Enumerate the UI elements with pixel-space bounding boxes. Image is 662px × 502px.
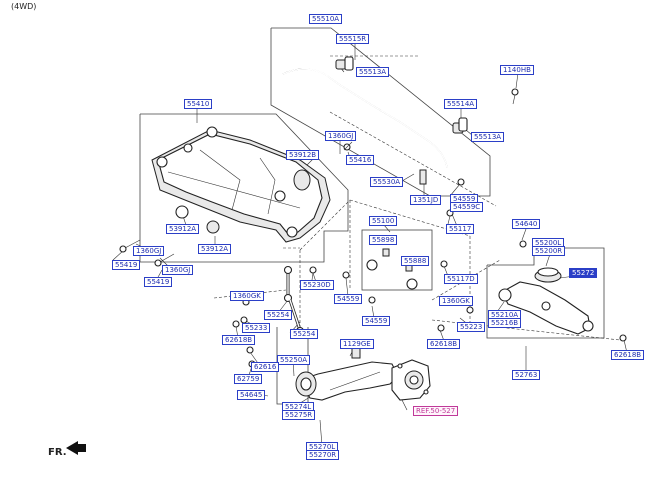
callout-55100[interactable]: 55100 [369,216,398,226]
callout-1351jd[interactable]: 1351JD [410,195,442,205]
callout-55216b[interactable]: 55216B [488,318,522,328]
callout-55515r[interactable]: 55515R [336,34,370,44]
callout-55419-upper[interactable]: 55419 [112,260,141,270]
callout-1360gj-left[interactable]: 1360GJ [133,246,165,256]
callout-53912a-right[interactable]: 53912A [198,244,232,254]
hub-knuckle [391,359,431,401]
callout-1360gj-top[interactable]: 1360GJ [325,131,357,141]
stabilizer-group-frame [270,27,491,197]
trailing-arm-group-frame [361,229,433,291]
callout-62618b-mid[interactable]: 62618B [427,339,461,349]
callout-1360gk-left[interactable]: 1360GK [230,291,264,301]
callout-55898[interactable]: 55898 [369,235,398,245]
callout-55275r[interactable]: 55275R [282,410,316,420]
trailing-arm [295,347,399,401]
stabilizer-bar [282,56,519,186]
callout-55250a[interactable]: 55250A [277,355,311,365]
callout-55419-lower[interactable]: 55419 [144,277,173,287]
callout-62618b-right[interactable]: 62618B [611,350,645,360]
callout-55254-upper[interactable]: 55254 [264,310,293,320]
variant-note: (4WD) [11,2,37,11]
front-direction-label: FR. [48,447,67,458]
callout-1360gj-mid[interactable]: 1360GJ [162,265,194,275]
callout-55513a-top[interactable]: 55513A [356,67,390,77]
lower-arm [437,240,627,356]
callout-55530a[interactable]: 55530A [370,177,404,187]
front-direction-arrow [66,441,86,455]
callout-55416[interactable]: 55416 [346,155,375,165]
upper-arm [342,209,454,304]
callout-53912b[interactable]: 53912B [286,150,320,160]
callout-55514a[interactable]: 55514A [444,99,478,109]
crossmember-subframe [119,126,353,267]
callout-55200r[interactable]: 55200R [532,246,566,256]
callout-62618b-left[interactable]: 62618B [222,335,256,345]
callout-55117[interactable]: 55117 [446,224,475,234]
callout-54559c[interactable]: 54559C [450,202,484,212]
callout-55117d[interactable]: 55117D [444,274,478,284]
callout-52763[interactable]: 52763 [512,370,541,380]
callout-55270r[interactable]: 55270R [306,450,340,460]
callout-55223[interactable]: 55223 [457,322,486,332]
callout-54640[interactable]: 54640 [512,219,541,229]
callout-53912a-left[interactable]: 53912A [166,224,200,234]
callout-55230d[interactable]: 55230D [300,280,334,290]
callout-62759[interactable]: 62759 [234,374,263,384]
callout-1129ge[interactable]: 1129GE [340,339,374,349]
callout-54559-lower[interactable]: 54559 [362,316,391,326]
lower-arm-group-frame [486,247,605,339]
callout-1360gk-right[interactable]: 1360GK [439,296,473,306]
callout-55410[interactable]: 55410 [184,99,213,109]
callout-1140hb[interactable]: 1140HB [500,65,534,75]
reference-link[interactable]: REF.50-527 [413,406,459,416]
callout-54645[interactable]: 54645 [237,390,266,400]
callout-55254-lower[interactable]: 55254 [290,329,319,339]
callout-55233[interactable]: 55233 [242,323,271,333]
callout-54559-mid[interactable]: 54559 [334,294,363,304]
callout-55888[interactable]: 55888 [401,256,430,266]
crossmember-group-frame [139,113,349,263]
callout-55510a[interactable]: 55510A [309,14,343,24]
callout-55272-highlighted[interactable]: 55272 [569,268,598,278]
callout-62616[interactable]: 62616 [251,362,280,372]
callout-55513a-right[interactable]: 55513A [471,132,505,142]
